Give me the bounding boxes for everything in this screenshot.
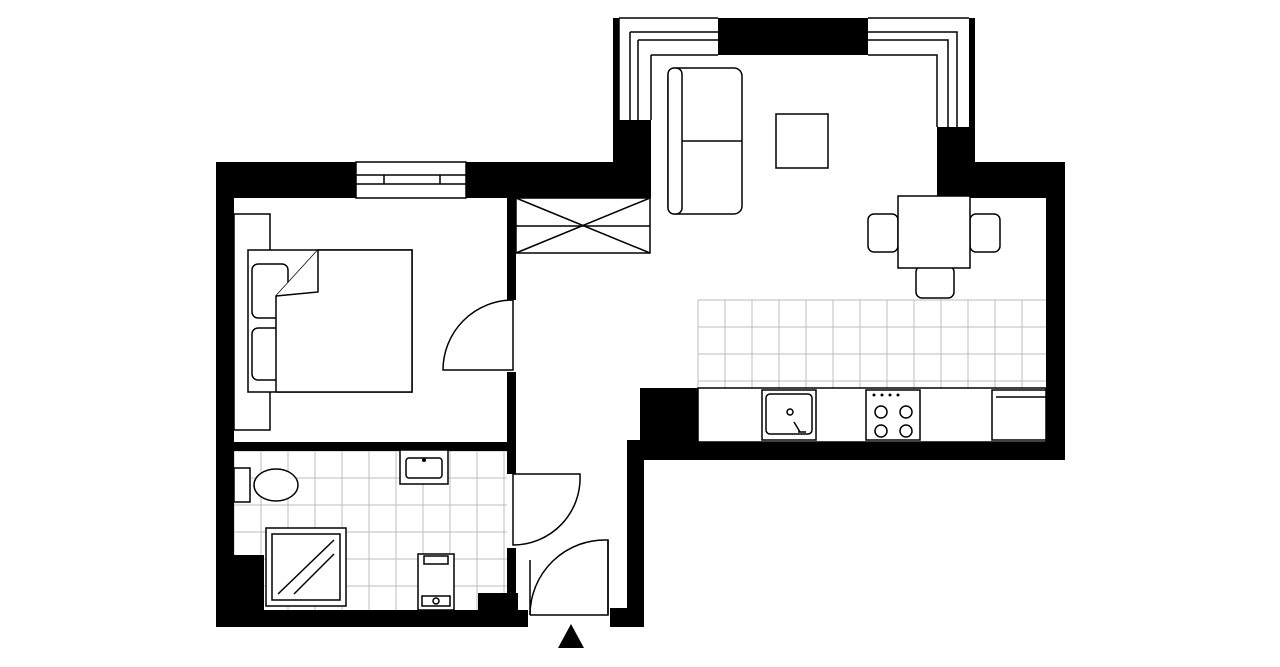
- bed: [233, 213, 413, 431]
- exterior-walls: [216, 18, 1065, 627]
- washbasin: [399, 449, 449, 485]
- windows: [355, 17, 969, 199]
- wardrobe: [515, 197, 651, 254]
- entrance-arrow-icon: [558, 624, 584, 648]
- washing-machine: [417, 553, 455, 611]
- kitchen-tiles: [697, 299, 1046, 388]
- sofa: [667, 67, 743, 215]
- coffee-table: [775, 113, 829, 169]
- doors: [442, 299, 609, 616]
- kitchen-counter: [697, 387, 1047, 443]
- interior-walls: [216, 195, 613, 613]
- toilet: [233, 467, 299, 503]
- shower: [265, 527, 347, 607]
- dining-table: [867, 195, 1001, 299]
